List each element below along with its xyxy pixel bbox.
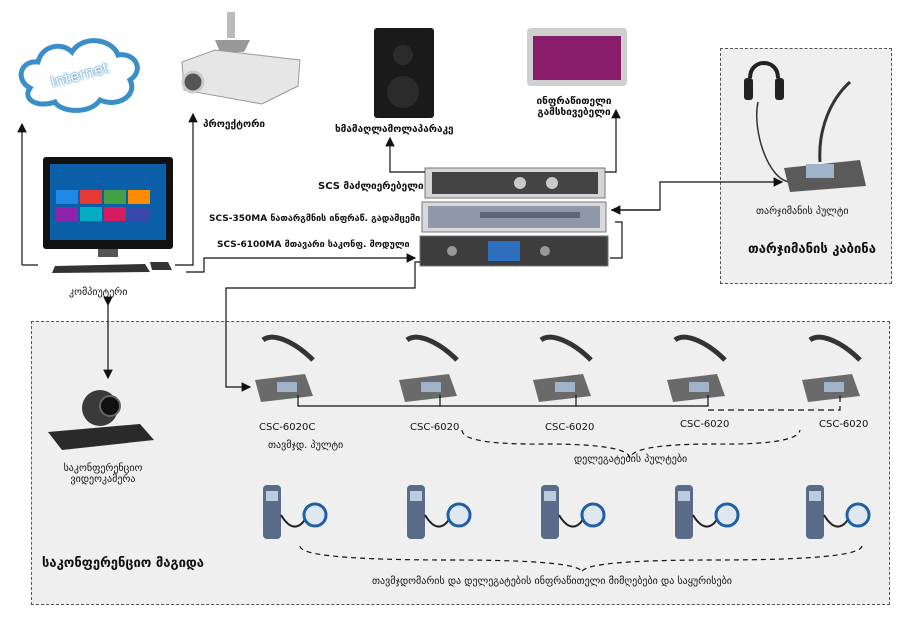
speaker-label: ხმამაღლამოლაპარაკე: [335, 124, 454, 135]
computer-icon: [43, 157, 173, 273]
speaker-link-arrow: [385, 136, 425, 173]
conference-table-title: საკონფერენციო მაგიდა: [42, 556, 204, 571]
computer-label: კომპიუტერი: [69, 287, 128, 298]
speaker-icon: [374, 28, 434, 118]
delegate-model-label: CSC-6020: [819, 419, 869, 430]
ir-transmitter-unit-icon: [421, 201, 607, 233]
main-module-label: SCS-6100MA მთავარი საკონფ. მოდული: [217, 240, 410, 250]
projector-label: პროექტორი: [203, 119, 266, 130]
amplifier-unit-icon: [424, 167, 606, 199]
delegate-mic-icon: [399, 334, 459, 402]
delegate-model-label: CSC-6020: [680, 419, 730, 430]
main-unit-icon: [419, 235, 609, 267]
ir-receiver-icon: [675, 485, 740, 539]
projector-icon: [181, 12, 301, 105]
ir-receiver-icon: [407, 485, 472, 539]
delegate-model-label: CSC-6020: [410, 422, 460, 433]
delegate-desks-brace: [461, 429, 801, 459]
chairman-model-label: CSC-6020C: [259, 422, 316, 433]
interpreter-desk-icon: [744, 61, 866, 192]
chairman-mic-icon: [255, 334, 315, 402]
daisy-chain-4: [708, 395, 841, 411]
interpreter-desk-label: თარჯიმანის პულტი: [756, 206, 849, 217]
receivers-brace: [299, 545, 863, 573]
main-delegate-link-arrow: [225, 261, 420, 392]
amplifier-label: SCS მაძლიერებელი: [318, 181, 424, 192]
internet-cloud-icon: [18, 38, 140, 113]
projector-link-arrow: [175, 112, 198, 266]
ir-module-label: SCS-350MA ნათარგმნის ინფრაწ. გადამცემი: [209, 214, 421, 224]
chairman-desk-label: თავმჯდ. პულტი: [268, 440, 344, 451]
ir-emitter-label: ინფრაწითელი გამსხივებელი: [536, 96, 612, 118]
ir-receiver-icon: [806, 485, 871, 539]
ir-emitter-link-arrow: [605, 108, 621, 173]
delegate-mic-icon: [533, 334, 593, 402]
ir-receiver-icon: [541, 485, 606, 539]
camera-label: საკონფერენციო ვიდეოკამერა: [63, 463, 143, 485]
delegate-mic-icon: [667, 334, 727, 402]
conference-table-panel: [31, 321, 890, 605]
ir-receiver-icon: [263, 485, 328, 539]
computer-main-link-arrow: [186, 253, 417, 273]
conference-camera-icon: [48, 390, 154, 450]
daisy-chain-3: [576, 395, 709, 407]
interpreter-booth-title: თარჯიმანის კაბინა: [748, 242, 876, 257]
delegate-model-label: CSC-6020: [545, 422, 595, 433]
delegate-desks-label: დელეგატების პულტები: [574, 454, 688, 465]
receivers-label: თავმჯდომარის და დელეგატების ინფრაწითელი …: [372, 576, 732, 587]
connection-lines: [17, 108, 841, 411]
daisy-chain-1: [297, 395, 441, 407]
rack-internal-link: [610, 221, 623, 259]
delegate-mic-icon: [802, 334, 862, 402]
ir-emitter-icon: [527, 28, 627, 86]
